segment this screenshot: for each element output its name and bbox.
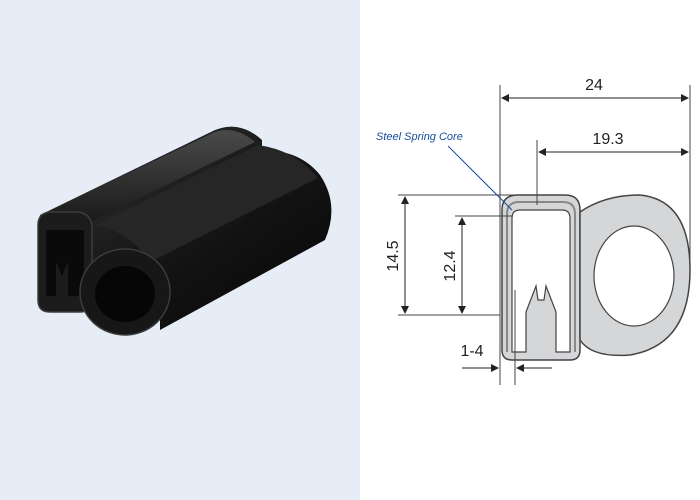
steel-spring-core <box>506 201 576 352</box>
rubber-seal-render <box>37 126 332 336</box>
profile-channel-opening <box>511 209 571 353</box>
dim-overall-width: 24 <box>585 77 603 94</box>
dim-overall-height: 14.5 <box>385 240 402 271</box>
seal-bulb-top <box>95 145 318 262</box>
technical-drawing-panel: 24 19.3 14.5 12.4 1-4 Steel Spring Core <box>360 0 700 500</box>
seal-top-ridge <box>48 129 255 222</box>
profile-bulb-hollow <box>593 225 675 327</box>
seal-channel-opening <box>46 230 84 296</box>
product-render-panel <box>0 0 360 500</box>
dim-flange-thickness: 1-4 <box>460 343 483 360</box>
dim-channel-depth: 12.4 <box>442 250 459 281</box>
cross-section-drawing: 24 19.3 14.5 12.4 1-4 Steel Spring Core <box>376 77 691 385</box>
steel-spring-core-leader <box>447 145 513 211</box>
steel-spring-core-label: Steel Spring Core <box>376 131 463 143</box>
dim-bulb-width: 19.3 <box>592 131 623 148</box>
seal-bulb-hollow <box>95 266 155 322</box>
